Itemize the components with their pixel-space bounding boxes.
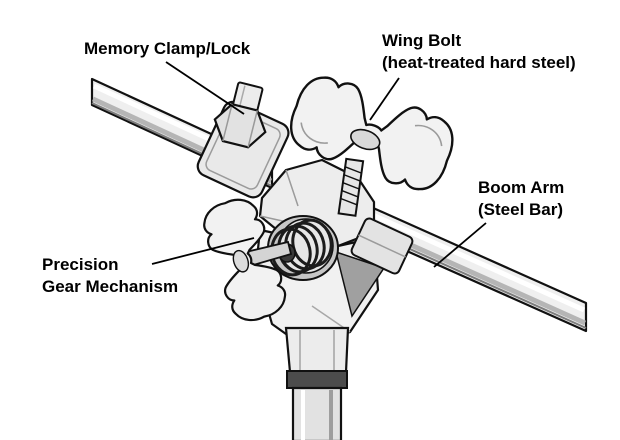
label-memory-clamp-lock: Memory Clamp/Lock — [84, 39, 251, 58]
leader-gear — [151, 237, 255, 265]
wing-bolt — [290, 76, 454, 217]
gear-wing-bolt — [203, 198, 293, 322]
label-boom-arm: Boom Arm (Steel Bar) — [478, 178, 565, 220]
leader-boom-arm — [433, 222, 487, 268]
memory-clamp-lock — [196, 81, 290, 199]
clamp-bolt-and-nut — [213, 81, 267, 149]
wing-bolt-thread — [337, 157, 365, 217]
precision-gear-mechanism — [267, 215, 339, 281]
leader-wing-bolt — [369, 77, 400, 121]
label-precision-gear-mechanism: Precision Gear Mechanism — [42, 255, 179, 297]
stand-pole — [284, 326, 350, 440]
leader-memory-clamp — [165, 61, 245, 115]
leader-lines — [151, 61, 487, 268]
label-wing-bolt: Wing Bolt (heat-treated hard steel) — [382, 31, 576, 73]
